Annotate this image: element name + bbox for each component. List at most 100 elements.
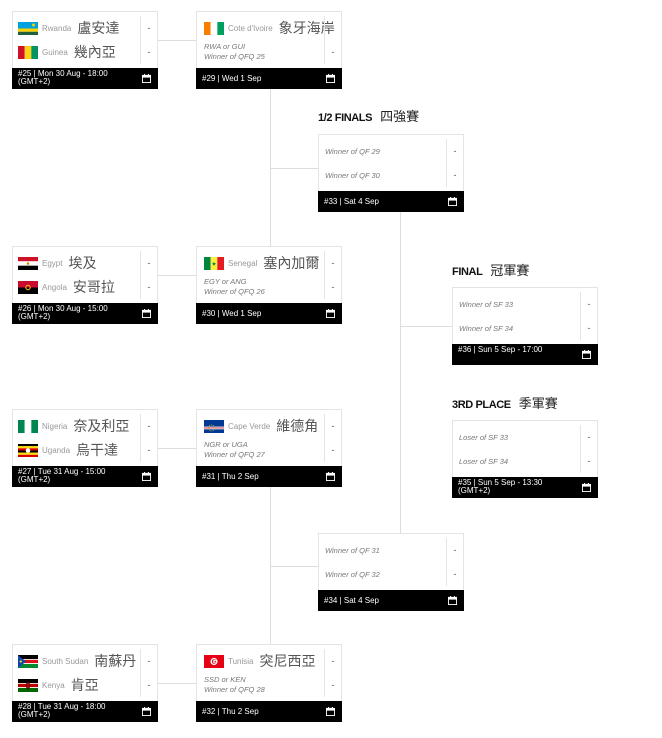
pending-team-source: Loser of SF 34 bbox=[459, 456, 509, 466]
calendar-icon[interactable] bbox=[326, 707, 335, 716]
match-card-25[interactable]: Rwanda 盧安達 - Guinea 幾內亞 - #25 | Mon 30 A… bbox=[12, 11, 158, 89]
team-name: Kenya bbox=[42, 680, 65, 690]
match-card-30[interactable]: Senegal 塞內加爾 - EGY or ANG Winner of QFQ … bbox=[196, 246, 342, 324]
calendar-icon[interactable] bbox=[142, 707, 151, 716]
team-score: - bbox=[140, 438, 157, 462]
match-info: #28 | Tue 31 Aug - 18:00 (GMT+2) bbox=[18, 703, 105, 719]
team-row: Winner of QF 32 - bbox=[319, 562, 463, 586]
match-card-31[interactable]: Cape Verde 維德角 - NGR or UGA Winner of QF… bbox=[196, 409, 342, 487]
match-datetime: #36 | Sun 5 Sep - 17:00 bbox=[458, 345, 543, 354]
team-row: EGY or ANG Winner of QFQ 26 - bbox=[197, 275, 341, 299]
team-row: Nigeria 奈及利亞 - bbox=[13, 414, 157, 438]
calendar-icon[interactable] bbox=[326, 472, 335, 481]
match-card-27[interactable]: Nigeria 奈及利亞 - Uganda 烏干達 - #27 | Tue 31… bbox=[12, 409, 158, 487]
match-info: #27 | Tue 31 Aug - 15:00 (GMT+2) bbox=[18, 468, 105, 484]
pending-team: NGR or UGA Winner of QFQ 27 bbox=[204, 440, 265, 460]
calendar-icon[interactable] bbox=[326, 309, 335, 318]
team-name-zh: 盧安達 bbox=[77, 20, 120, 36]
team-row: Winner of QF 30 - bbox=[319, 163, 463, 187]
pending-team: RWA or GUI Winner of QFQ 25 bbox=[204, 42, 265, 62]
match-card-33[interactable]: Winner of QF 29 - Winner of QF 30 - #33 … bbox=[318, 134, 464, 212]
calendar-icon[interactable] bbox=[142, 309, 151, 318]
rwanda-flag-icon bbox=[18, 21, 38, 35]
team-name: Angola bbox=[42, 282, 67, 292]
nigeria-flag-icon bbox=[18, 419, 38, 433]
team-score: - bbox=[446, 163, 463, 187]
round-title: FINAL bbox=[452, 266, 483, 278]
match-datetime: #33 | Sat 4 Sep bbox=[324, 197, 380, 206]
team-score: - bbox=[324, 649, 341, 673]
team-score: - bbox=[446, 562, 463, 586]
match-card-28[interactable]: South Sudan 南蘇丹 - Kenya 肯亞 - #28 | Tue 3… bbox=[12, 644, 158, 722]
calendar-icon[interactable] bbox=[448, 197, 457, 206]
match-timezone: (GMT+2) bbox=[18, 475, 51, 484]
team-name-zh: 安哥拉 bbox=[72, 279, 115, 295]
cape-verde-flag-icon bbox=[204, 419, 224, 433]
calendar-icon[interactable] bbox=[582, 483, 591, 492]
team-name: Guinea bbox=[42, 47, 68, 57]
connector-line bbox=[270, 566, 318, 567]
connector-line bbox=[400, 212, 401, 533]
match-card-36[interactable]: Winner of SF 33 - Winner of SF 34 - #36 … bbox=[452, 287, 598, 365]
team-row: Winner of SF 33 - bbox=[453, 292, 597, 316]
team-score: - bbox=[580, 425, 597, 449]
team-row: Winner of SF 34 - bbox=[453, 316, 597, 340]
match-card-35[interactable]: Loser of SF 33 - Loser of SF 34 - #35 | … bbox=[452, 420, 598, 498]
match-footer: #28 | Tue 31 Aug - 18:00 (GMT+2) bbox=[12, 701, 158, 722]
team-score: - bbox=[324, 673, 341, 697]
pending-team-source: Winner of QF 31 bbox=[325, 545, 380, 555]
team-name: Tunisia bbox=[228, 656, 254, 666]
connector-line bbox=[400, 326, 452, 327]
team-row: South Sudan 南蘇丹 - bbox=[13, 649, 157, 673]
team-row: Uganda 烏干達 - bbox=[13, 438, 157, 462]
match-card-29[interactable]: Cote d'Ivoire 象牙海岸 - RWA or GUI Winner o… bbox=[196, 11, 342, 89]
calendar-icon[interactable] bbox=[582, 350, 591, 359]
team-score: - bbox=[324, 275, 341, 299]
calendar-icon[interactable] bbox=[448, 596, 457, 605]
match-datetime: #26 | Mon 30 Aug - 15:00 bbox=[18, 304, 108, 313]
pending-team-code: NGR or UGA bbox=[204, 440, 248, 449]
calendar-icon[interactable] bbox=[142, 472, 151, 481]
match-datetime: #31 | Thu 2 Sep bbox=[202, 472, 259, 481]
team-score: - bbox=[140, 414, 157, 438]
match-footer: #32 | Thu 2 Sep bbox=[196, 701, 342, 722]
connector-line bbox=[270, 89, 271, 246]
team-row: Cote d'Ivoire 象牙海岸 - bbox=[197, 16, 341, 40]
match-card-26[interactable]: Egypt 埃及 - Angola 安哥拉 - #26 | Mon 30 Aug… bbox=[12, 246, 158, 324]
match-footer: #29 | Wed 1 Sep bbox=[196, 68, 342, 89]
pending-team-source: Winner of SF 34 bbox=[459, 323, 513, 333]
calendar-icon[interactable] bbox=[142, 74, 151, 83]
team-name-zh: 埃及 bbox=[68, 255, 97, 271]
connector-line bbox=[158, 448, 196, 449]
pending-team-source: Winner of QFQ 28 bbox=[204, 685, 265, 694]
pending-team-code: EGY or ANG bbox=[204, 277, 247, 286]
pending-team-source: Winner of QF 32 bbox=[325, 569, 380, 579]
team-row: Egypt 埃及 - bbox=[13, 251, 157, 275]
team-row: RWA or GUI Winner of QFQ 25 - bbox=[197, 40, 341, 64]
guinea-flag-icon bbox=[18, 45, 38, 59]
match-footer: #25 | Mon 30 Aug - 18:00 (GMT+2) bbox=[12, 68, 158, 89]
angola-flag-icon bbox=[18, 280, 38, 294]
kenya-flag-icon bbox=[18, 678, 38, 692]
match-info: #36 | Sun 5 Sep - 17:00 bbox=[458, 346, 542, 354]
calendar-icon[interactable] bbox=[326, 74, 335, 83]
match-footer: #35 | Sun 5 Sep - 13:30 (GMT+2) bbox=[452, 477, 598, 498]
match-timezone: (GMT+2) bbox=[18, 77, 51, 86]
match-datetime: #29 | Wed 1 Sep bbox=[202, 74, 262, 83]
team-name-zh: 肯亞 bbox=[70, 677, 99, 693]
match-timezone: (GMT+2) bbox=[18, 312, 51, 321]
team-name: Senegal bbox=[228, 258, 258, 268]
team-name-zh: 烏干達 bbox=[76, 442, 119, 458]
team-score: - bbox=[140, 649, 157, 673]
senegal-flag-icon bbox=[204, 256, 224, 270]
match-card-32[interactable]: Tunisia 突尼西亞 - SSD or KEN Winner of QFQ … bbox=[196, 644, 342, 722]
team-score: - bbox=[324, 40, 341, 64]
team-name-zh: 南蘇丹 bbox=[94, 653, 137, 669]
team-name: South Sudan bbox=[42, 656, 89, 666]
match-card-34[interactable]: Winner of QF 31 - Winner of QF 32 - #34 … bbox=[318, 533, 464, 611]
team-name: Cape Verde bbox=[228, 421, 271, 431]
